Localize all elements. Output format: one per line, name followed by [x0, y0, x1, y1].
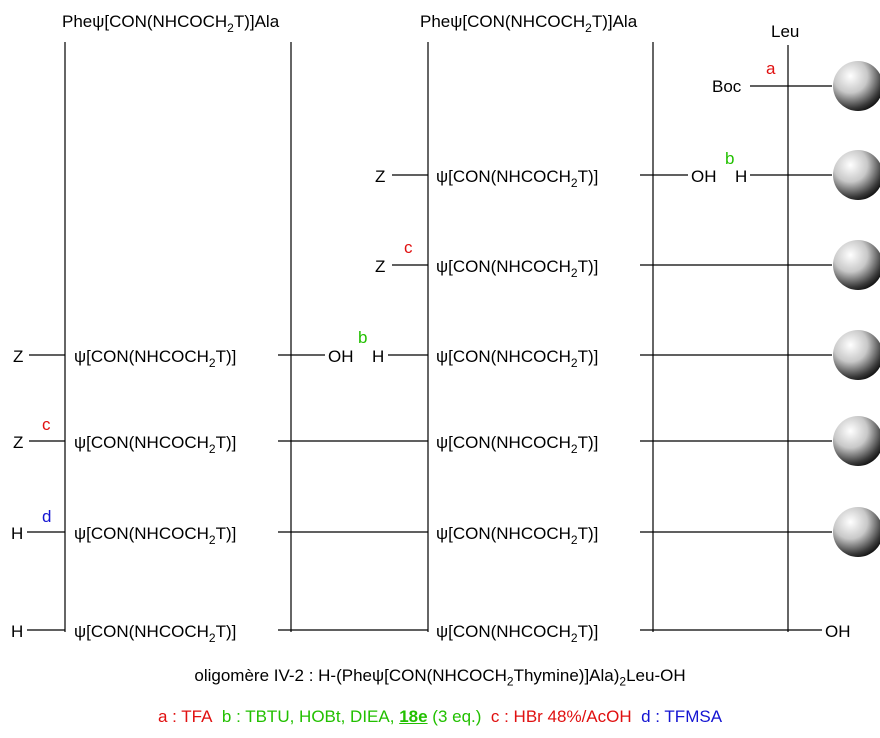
- psi-group: ψ[CON(NHCOCH2T)]: [74, 524, 236, 547]
- legend-item-d: d : TFMSA: [641, 707, 723, 726]
- header-leu: Leu: [771, 22, 799, 41]
- oligomer-caption: oligomère IV-2 : H-(Pheψ[CON(NHCOCH2Thym…: [194, 666, 686, 689]
- z-label: Z: [375, 257, 385, 276]
- legend-item-a: a : TFA: [157, 707, 213, 726]
- header-unit-1: Pheψ[CON(NHCOCH2T)]Ala: [62, 12, 280, 35]
- psi-group: ψ[CON(NHCOCH2T)]: [436, 433, 598, 456]
- row-4: Z ψ[CON(NHCOCH2T)] OH b H ψ[CON(NHCOCH2T…: [13, 328, 880, 380]
- oh-label: OH: [825, 622, 851, 641]
- psi-group: ψ[CON(NHCOCH2T)]: [436, 622, 598, 645]
- column-lines: [64, 42, 789, 632]
- resin-bead-icon: [833, 507, 880, 557]
- resin-bead-icon: [833, 240, 880, 290]
- row-2: Z ψ[CON(NHCOCH2T)] OH b H: [375, 149, 880, 200]
- psi-group: ψ[CON(NHCOCH2T)]: [436, 524, 598, 547]
- step-label-c: c: [42, 415, 51, 434]
- resin-bead-icon: [833, 150, 880, 200]
- row-6: H d ψ[CON(NHCOCH2T)] ψ[CON(NHCOCH2T)]: [11, 507, 880, 557]
- row-1: Boc a: [712, 59, 880, 111]
- boc-label: Boc: [712, 77, 742, 96]
- row-3: Z c ψ[CON(NHCOCH2T)]: [375, 238, 880, 290]
- legend-item-b: b : TBTU, HOBt, DIEA, 18e (3 eq.): [221, 707, 482, 726]
- row-7: H ψ[CON(NHCOCH2T)] ψ[CON(NHCOCH2T)] OH: [11, 622, 851, 645]
- reagent-legend: a : TFA b : TBTU, HOBt, DIEA, 18e (3 eq.…: [0, 707, 880, 727]
- z-label: Z: [375, 167, 385, 186]
- step-label-b: b: [725, 149, 734, 168]
- legend-item-c: c : HBr 48%/AcOH: [490, 707, 632, 726]
- psi-group: ψ[CON(NHCOCH2T)]: [436, 167, 598, 190]
- psi-group: ψ[CON(NHCOCH2T)]: [74, 622, 236, 645]
- psi-group: ψ[CON(NHCOCH2T)]: [74, 347, 236, 370]
- oh-label: OH: [328, 347, 354, 366]
- psi-group: ψ[CON(NHCOCH2T)]: [436, 257, 598, 280]
- resin-bead-icon: [833, 416, 880, 466]
- resin-bead-icon: [833, 61, 880, 111]
- h-label: H: [735, 167, 747, 186]
- h-label: H: [11, 524, 23, 543]
- compound-18e-label: 18e: [399, 707, 428, 726]
- step-label-d: d: [42, 507, 51, 526]
- step-label-a: a: [766, 59, 776, 78]
- z-label: Z: [13, 347, 23, 366]
- z-label: Z: [13, 433, 23, 452]
- h-label: H: [11, 622, 23, 641]
- row-5: Z c ψ[CON(NHCOCH2T)] ψ[CON(NHCOCH2T)]: [13, 415, 880, 466]
- header-unit-2: Pheψ[CON(NHCOCH2T)]Ala: [420, 12, 638, 35]
- step-label-b: b: [358, 328, 367, 347]
- h-label: H: [372, 347, 384, 366]
- oh-label: OH: [691, 167, 717, 186]
- psi-group: ψ[CON(NHCOCH2T)]: [74, 433, 236, 456]
- psi-group: ψ[CON(NHCOCH2T)]: [436, 347, 598, 370]
- step-label-c: c: [404, 238, 413, 257]
- resin-bead-icon: [833, 330, 880, 380]
